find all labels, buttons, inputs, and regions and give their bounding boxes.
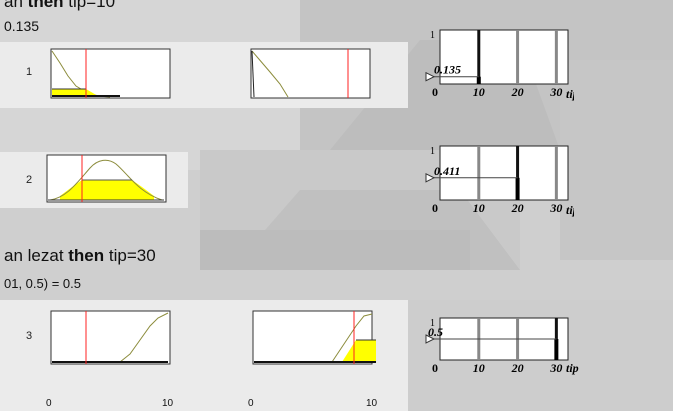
tick-rule3-in-10: 10 (162, 398, 174, 409)
output-plot-3: 10.5 0 10 20 30 tip (425, 317, 579, 375)
plot-frame (439, 145, 569, 201)
tick-20: 20 (511, 85, 524, 99)
rule1-strength: 0.135 (4, 18, 40, 34)
tick-20: 20 (511, 361, 524, 375)
axis-label: tip (566, 203, 574, 217)
y-top-label: 1 (430, 146, 435, 157)
value-label: 0.135 (434, 63, 461, 77)
tick-10: 10 (473, 201, 485, 215)
tick-rule3-out-0: 0 (248, 398, 254, 409)
tick-10: 10 (473, 85, 485, 99)
axis-label: tip (566, 361, 579, 375)
tick-0: 0 (432, 361, 438, 375)
rule1-input-plot (50, 48, 171, 99)
tick-30: 30 (549, 85, 562, 99)
axis-label: tip (566, 87, 574, 101)
tick-0: 0 (432, 201, 438, 215)
output-plot-1: 1 0.135 0 10 20 30 tip (425, 29, 574, 101)
y-top-label: 1 (430, 30, 435, 41)
tick-30: 30 (549, 361, 562, 375)
rule2-input-plot (46, 154, 167, 203)
rule1-output-plot (250, 48, 371, 99)
tick-30: 30 (549, 201, 562, 215)
rule3-suffix: tip=30 (104, 246, 156, 265)
tick-20: 20 (511, 201, 524, 215)
header-tip: tip=10 (68, 0, 116, 11)
value-label: 0.411 (434, 164, 460, 178)
plot-frame (439, 29, 569, 85)
rule3-then: then (68, 246, 105, 265)
rule3-label: 3 (26, 330, 33, 342)
tick-rule3-out-10: 10 (366, 398, 378, 409)
value-arrow-icon (425, 172, 436, 183)
tick-rule3-in-0: 0 (46, 398, 52, 409)
tick-0: 0 (432, 85, 438, 99)
rule3-header: an lezat then tip=30 (4, 246, 156, 266)
rule1-label: 1 (26, 66, 33, 78)
rule2-label: 2 (26, 174, 33, 186)
header-then: then (27, 0, 64, 11)
output-plot-2: 1 0.411 0 10 20 30 tip (425, 145, 574, 217)
rule-header: an then tip=10 (4, 0, 115, 12)
value-arrow-icon (425, 71, 436, 82)
rule3-min-expression: 01, 0.5) = 0.5 (4, 276, 81, 291)
value-arrow-icon (425, 334, 436, 344)
rule3-prefix: an lezat (4, 246, 69, 265)
header-prefix: an (4, 0, 23, 11)
rule3-output-plot (252, 310, 376, 365)
y-top-label: 1 (430, 318, 435, 329)
value-label: 0.5 (428, 325, 443, 339)
rule3-input-plot (50, 310, 171, 365)
tick-10: 10 (473, 361, 485, 375)
